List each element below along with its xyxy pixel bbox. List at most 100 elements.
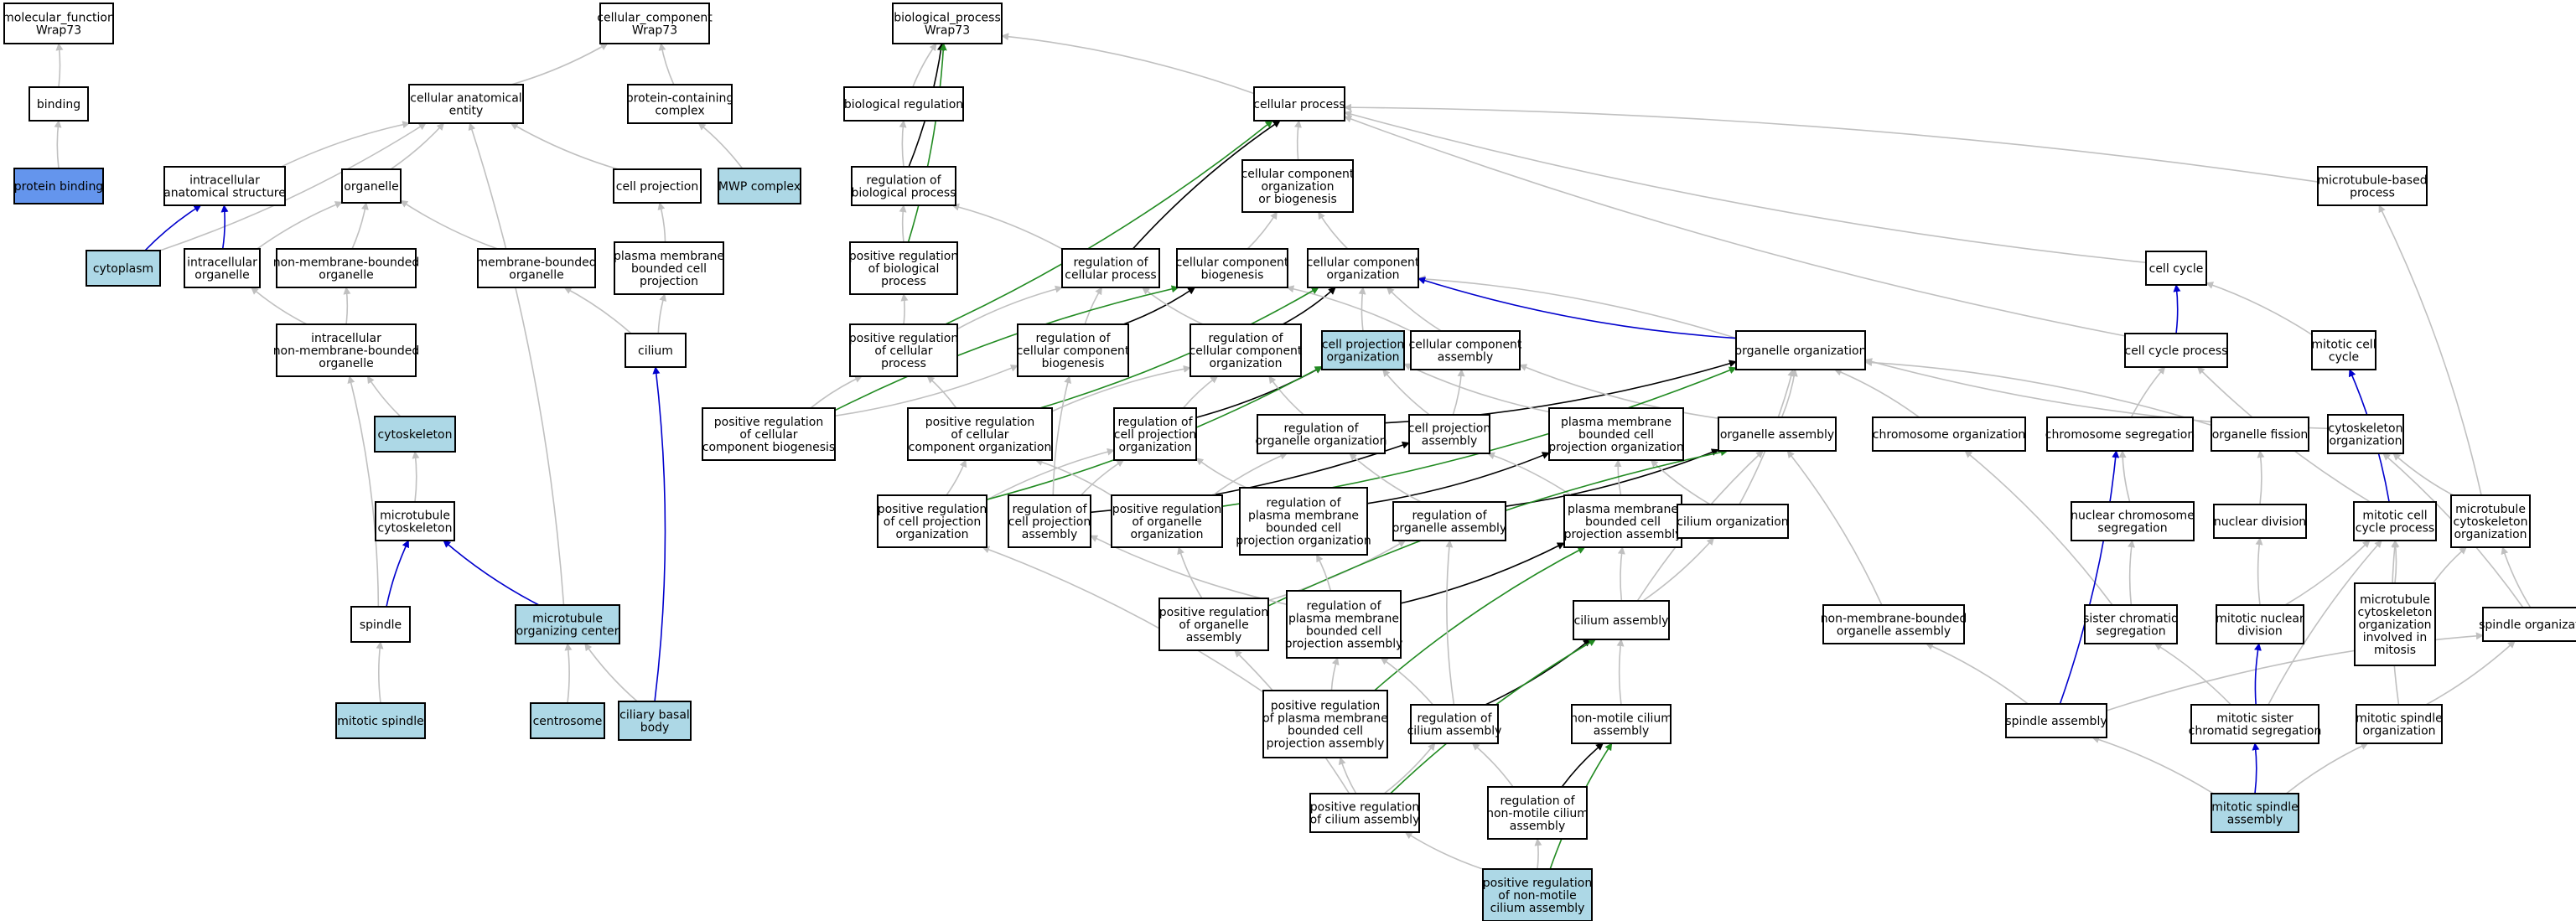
node-box[interactable] bbox=[1286, 590, 1402, 659]
go-term-node-cellcycle[interactable]: cell cycle bbox=[2145, 251, 2207, 286]
node-box[interactable] bbox=[408, 84, 524, 124]
node-box[interactable] bbox=[1241, 159, 1354, 213]
node-box[interactable] bbox=[1111, 494, 1223, 548]
node-box[interactable] bbox=[13, 168, 104, 204]
node-box[interactable] bbox=[1158, 598, 1269, 651]
node-box[interactable] bbox=[1253, 86, 1345, 122]
go-term-node-orgorg[interactable]: organelle organization bbox=[1735, 330, 1867, 370]
node-box[interactable] bbox=[1392, 501, 1506, 541]
node-box[interactable] bbox=[625, 333, 687, 368]
node-box[interactable] bbox=[702, 407, 836, 461]
node-box[interactable] bbox=[2124, 333, 2228, 368]
node-box[interactable] bbox=[2071, 501, 2195, 541]
node-box[interactable] bbox=[477, 248, 596, 288]
node-box[interactable] bbox=[1190, 323, 1302, 377]
go-term-node-cilium[interactable]: cilium bbox=[625, 333, 687, 368]
node-box[interactable] bbox=[2317, 166, 2428, 206]
node-box[interactable] bbox=[907, 407, 1053, 461]
node-box[interactable] bbox=[1487, 786, 1588, 840]
go-term-node-cellproc[interactable]: cellular process bbox=[1253, 86, 1345, 122]
node-box[interactable] bbox=[1008, 494, 1091, 548]
node-box[interactable] bbox=[1017, 323, 1129, 377]
node-box[interactable] bbox=[2190, 704, 2319, 744]
node-box[interactable] bbox=[374, 416, 456, 453]
node-box[interactable] bbox=[2482, 607, 2576, 642]
node-box[interactable] bbox=[1571, 704, 1672, 744]
node-box[interactable] bbox=[2354, 582, 2436, 666]
node-box[interactable] bbox=[613, 168, 702, 204]
node-box[interactable] bbox=[627, 84, 733, 124]
go-term-node-binding[interactable]: binding bbox=[29, 86, 89, 122]
node-box[interactable] bbox=[1113, 407, 1197, 461]
node-box[interactable] bbox=[1822, 604, 1965, 644]
go-term-node-spindleasm[interactable]: spindle assembly bbox=[2005, 703, 2107, 738]
node-box[interactable] bbox=[3, 3, 114, 44]
node-box[interactable] bbox=[851, 166, 956, 206]
node-box[interactable] bbox=[892, 3, 1003, 44]
go-term-node-spindleorg[interactable]: spindle organization bbox=[2479, 607, 2576, 642]
node-box[interactable] bbox=[184, 248, 261, 288]
node-box[interactable] bbox=[276, 323, 417, 377]
go-term-node-cell_projection[interactable]: cell projection bbox=[613, 168, 702, 204]
node-box[interactable] bbox=[1410, 330, 1521, 370]
node-box[interactable] bbox=[1176, 248, 1288, 288]
node-box[interactable] bbox=[2005, 703, 2107, 738]
node-box[interactable] bbox=[2084, 604, 2178, 644]
go-term-node-cytoskeleton[interactable]: cytoskeleton bbox=[374, 416, 456, 453]
node-box[interactable] bbox=[341, 168, 402, 204]
node-box[interactable] bbox=[1482, 868, 1593, 921]
node-box[interactable] bbox=[618, 701, 692, 741]
go-term-node-cilasm[interactable]: cilium assembly bbox=[1573, 600, 1670, 640]
go-term-node-breg[interactable]: biological regulation bbox=[843, 86, 964, 122]
node-box[interactable] bbox=[2450, 494, 2531, 548]
node-box[interactable] bbox=[849, 241, 958, 295]
node-box[interactable] bbox=[2311, 330, 2376, 370]
node-box[interactable] bbox=[375, 501, 455, 541]
node-box[interactable] bbox=[614, 241, 724, 295]
node-box[interactable] bbox=[1548, 407, 1684, 461]
go-term-node-chromorg[interactable]: chromosome organization bbox=[1872, 417, 2026, 452]
node-box[interactable] bbox=[849, 323, 958, 377]
node-box[interactable] bbox=[2216, 604, 2304, 644]
go-term-node-protein_binding[interactable]: protein binding bbox=[13, 168, 104, 204]
node-box[interactable] bbox=[29, 86, 89, 122]
node-box[interactable] bbox=[1563, 494, 1682, 548]
go-term-node-spindle[interactable]: spindle bbox=[350, 606, 411, 643]
node-box[interactable] bbox=[1321, 330, 1405, 370]
node-box[interactable] bbox=[1061, 248, 1160, 288]
